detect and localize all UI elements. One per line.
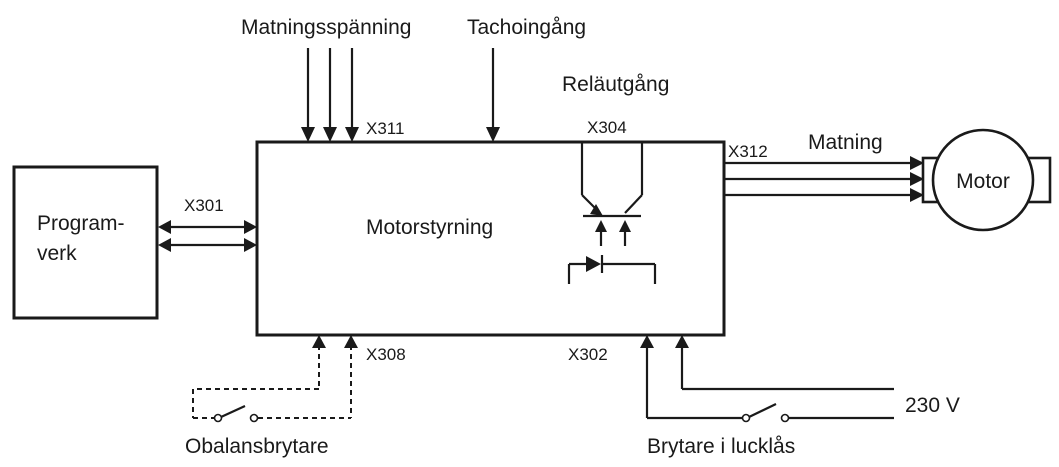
motor-label: Motor	[956, 170, 1010, 193]
relay-output-label: Reläutgång	[562, 73, 669, 96]
supply-output-label: Matning	[808, 131, 883, 154]
supply-voltage-label: Matningsspänning	[241, 16, 411, 39]
lid-lock-switch-circuit	[640, 335, 894, 423]
imbalance-switch-circuit	[192, 335, 358, 423]
tacho-input-label: Tachoingång	[467, 16, 586, 39]
connector-x301-label: X301	[184, 196, 224, 215]
connector-x304-label: X304	[587, 118, 627, 137]
program-unit-box	[12, 165, 159, 320]
connector-x302-label: X302	[568, 345, 608, 364]
mains-voltage-label: 230 V	[905, 394, 960, 417]
connector-x311-label: X311	[366, 119, 404, 138]
motor-supply-arrows	[724, 156, 924, 202]
bidirectional-link-arrows	[158, 220, 257, 252]
connector-x308-label: X308	[366, 345, 406, 364]
motor-controller-box	[255, 140, 726, 337]
lid-lock-switch-label: Brytare i lucklås	[647, 435, 795, 458]
connector-x312-label: X312	[728, 142, 768, 161]
supply-voltage-arrows	[301, 48, 359, 142]
motor-controller-label: Motorstyrning	[366, 216, 493, 239]
imbalance-switch-label: Obalansbrytare	[185, 435, 329, 458]
program-unit-label-line1: Program-	[37, 212, 125, 235]
tacho-input-arrow	[486, 48, 500, 142]
program-unit-label-line2: verk	[37, 242, 77, 265]
relay-output-symbol	[567, 142, 657, 284]
motor-symbol	[921, 128, 1052, 232]
